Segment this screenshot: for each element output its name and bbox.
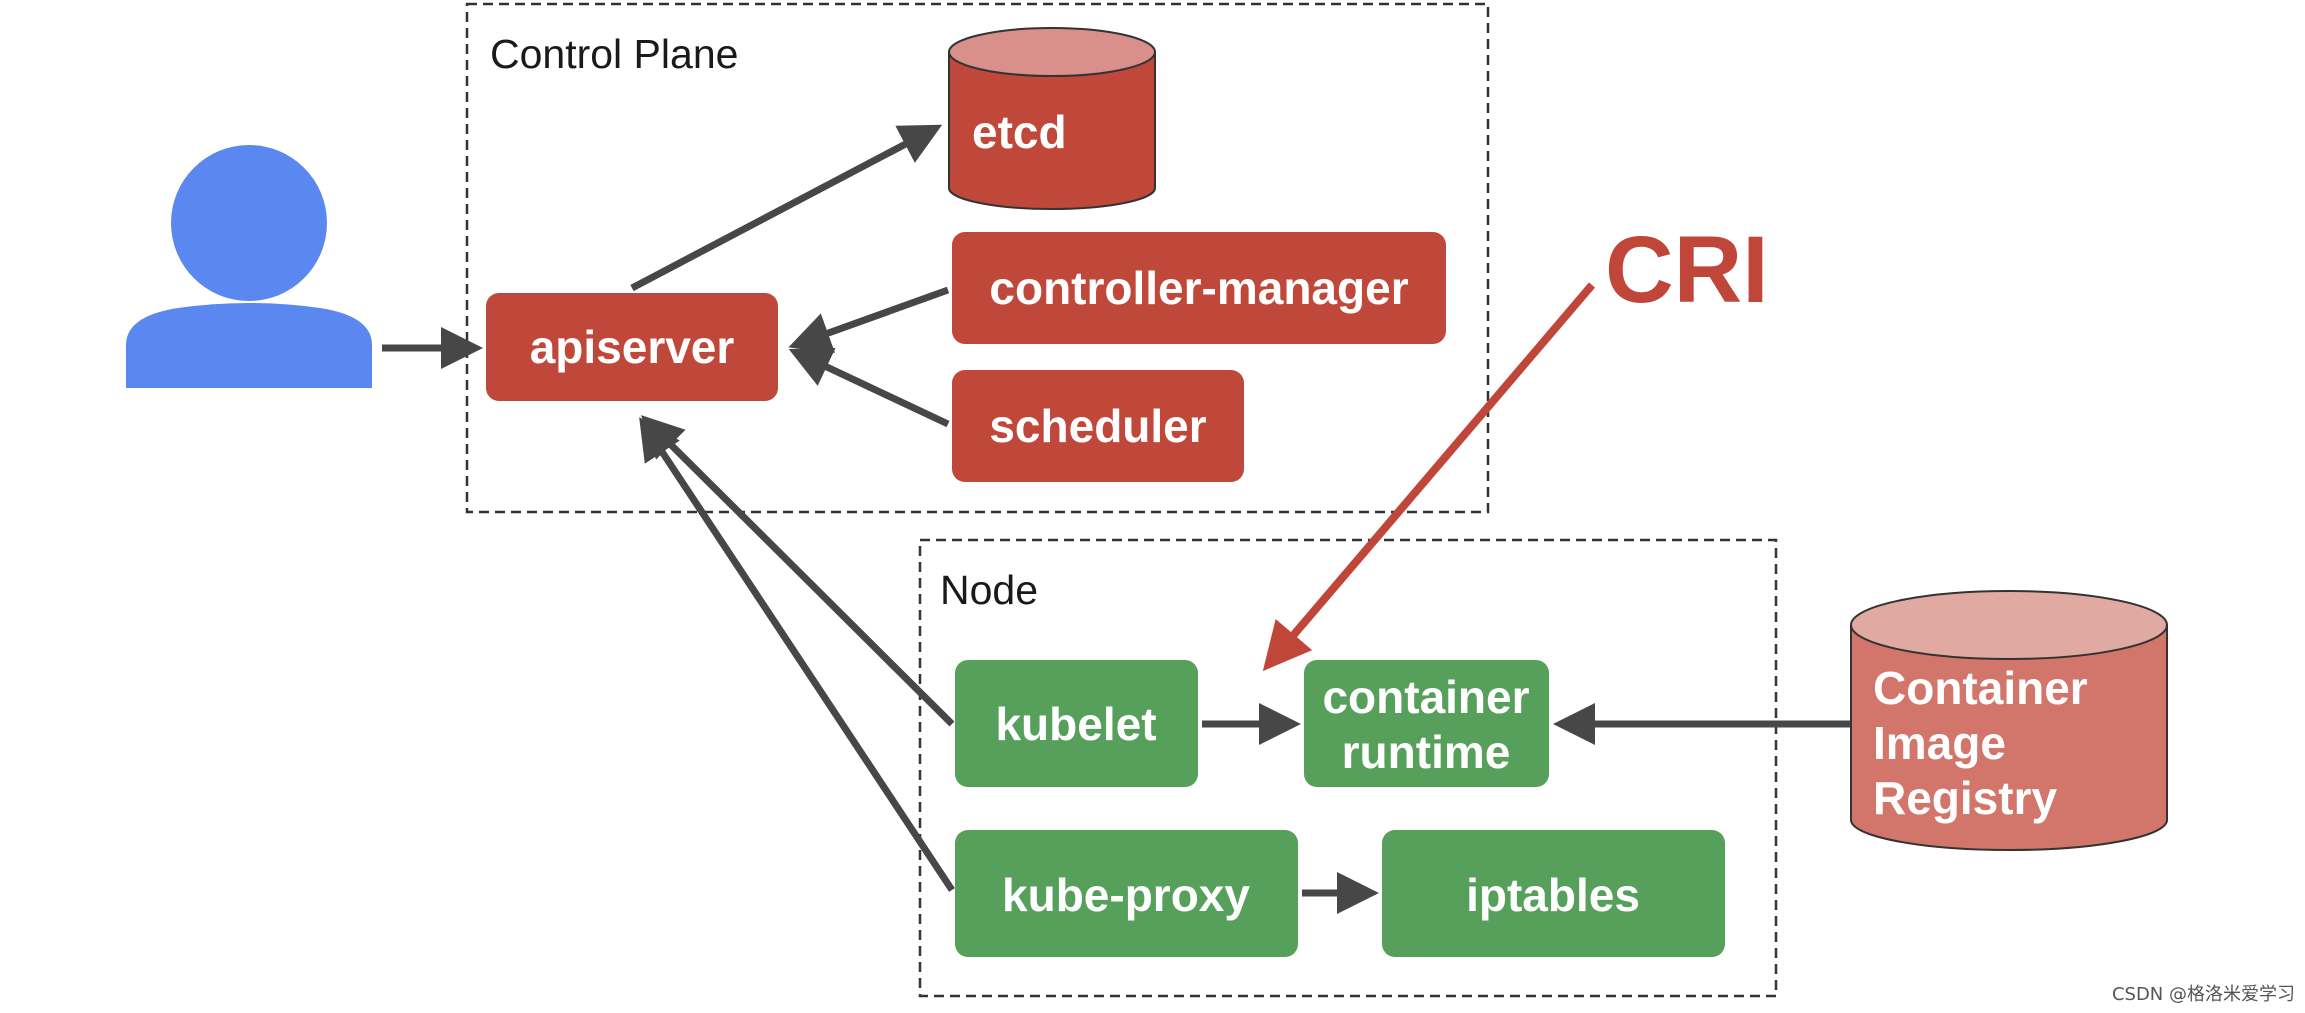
kube-proxy-box: kube-proxy [955, 830, 1298, 957]
kubelet-box: kubelet [955, 660, 1198, 787]
controller-manager-box: controller-manager [952, 232, 1446, 344]
controller-manager-to-apiserver-arrow [788, 286, 950, 353]
etcd-database: etcd [948, 27, 1156, 210]
control-plane-label: Control Plane [490, 31, 738, 77]
apiserver-to-etcd-arrow [630, 124, 943, 292]
cri-label: CRI [1605, 217, 1769, 323]
apiserver-box: apiserver [486, 293, 778, 401]
database-cylinder-icon [948, 27, 1156, 210]
iptables-box: iptables [1382, 830, 1725, 957]
scheduler-label: scheduler [989, 400, 1206, 452]
registry-label-line2: Image [1873, 717, 2006, 769]
scheduler-box: scheduler [952, 370, 1244, 482]
container-runtime-box: container runtime [1304, 660, 1549, 787]
kube-proxy-label: kube-proxy [1002, 869, 1250, 921]
registry-cylinder-icon [1850, 590, 2168, 851]
etcd-label: etcd [972, 106, 1067, 158]
cri-arrow [1262, 282, 1596, 672]
iptables-label: iptables [1466, 869, 1640, 921]
container-image-registry: Container Image Registry [1850, 590, 2168, 851]
container-runtime-label: container [1322, 671, 1529, 723]
registry-label-line1: Container [1873, 662, 2088, 714]
container-runtime-label-line2: runtime [1342, 726, 1511, 778]
kube-proxy-to-apiserver-arrow [639, 417, 955, 892]
apiserver-label: apiserver [530, 321, 735, 373]
kubelet-label: kubelet [995, 698, 1156, 750]
kubelet-to-apiserver-arrow [641, 415, 955, 727]
control-plane-region [465, 2, 1490, 514]
watermark: CSDN @格洛米爱学习 [2112, 984, 2295, 1005]
node-label: Node [940, 567, 1038, 613]
user-icon [126, 145, 372, 388]
registry-label-line3: Registry [1873, 772, 2057, 824]
scheduler-to-apiserver-arrow [788, 347, 950, 428]
controller-manager-label: controller-manager [989, 262, 1408, 314]
